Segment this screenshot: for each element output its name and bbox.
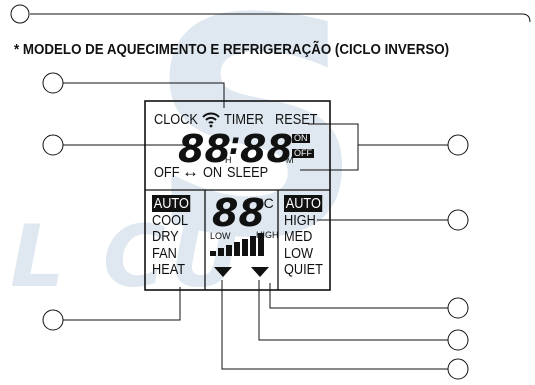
time-minutes: 88 [240,127,293,171]
signal-icon [202,112,220,128]
temperature-digits: 88 [212,191,265,235]
mode-item: COOL [152,211,189,229]
fan-bar-graph [210,233,264,256]
reset-label: RESET [275,111,318,128]
timer-label: TIMER [224,111,264,128]
callout-circle-31 [42,72,64,94]
off-badge: OFF [292,148,314,158]
fan-high-label: HIGH [256,230,279,240]
down-arrow-icon [214,267,232,277]
time-hours: 88 [178,127,231,171]
fan-speed-item: HIGH [284,211,316,229]
fan-speed-item: LOW [284,244,314,262]
fan-speed-item: QUIET [284,261,323,278]
callout-circle-33 [42,309,64,331]
callout-circle-32 [42,134,64,156]
on-off-arrow-icon: ↔ [182,162,199,181]
off-label: OFF [154,164,180,181]
callout-circle-30 [10,4,30,24]
fan-speed-list: AUTO HIGH MED LOW QUIET [284,195,323,279]
fan-low-label: LOW [210,231,231,241]
hour-unit: H [225,155,232,165]
clock-label: CLOCK [154,111,198,128]
header-rule [30,13,531,23]
time-separator: : [229,127,241,162]
down-arrow-icon [251,267,269,277]
callout-circle-35 [447,209,469,231]
mode-item: FAN [152,244,177,262]
sleep-label: SLEEP [227,164,269,181]
on-label: ON [203,164,223,181]
mode-item: HEAT [152,261,186,278]
callout-circle-34 [447,134,469,156]
callout-circle-38 [447,358,469,380]
display-frame [144,100,331,291]
minute-unit: M [286,155,294,165]
callout-circle-37 [447,329,469,351]
mode-item: DRY [152,228,179,245]
mode-list: AUTO COOL DRY FAN HEAT [152,195,191,279]
on-badge: ON [292,133,310,143]
callout-circle-36 [447,297,469,319]
temperature-unit: °C [258,195,274,211]
fan-speed-item: AUTO [284,195,323,212]
mode-item: AUTO [152,195,191,212]
page-title: * MODELO DE AQUECIMENTO E REFRIGERAÇÃO (… [14,42,450,58]
fan-speed-item: MED [284,228,313,245]
